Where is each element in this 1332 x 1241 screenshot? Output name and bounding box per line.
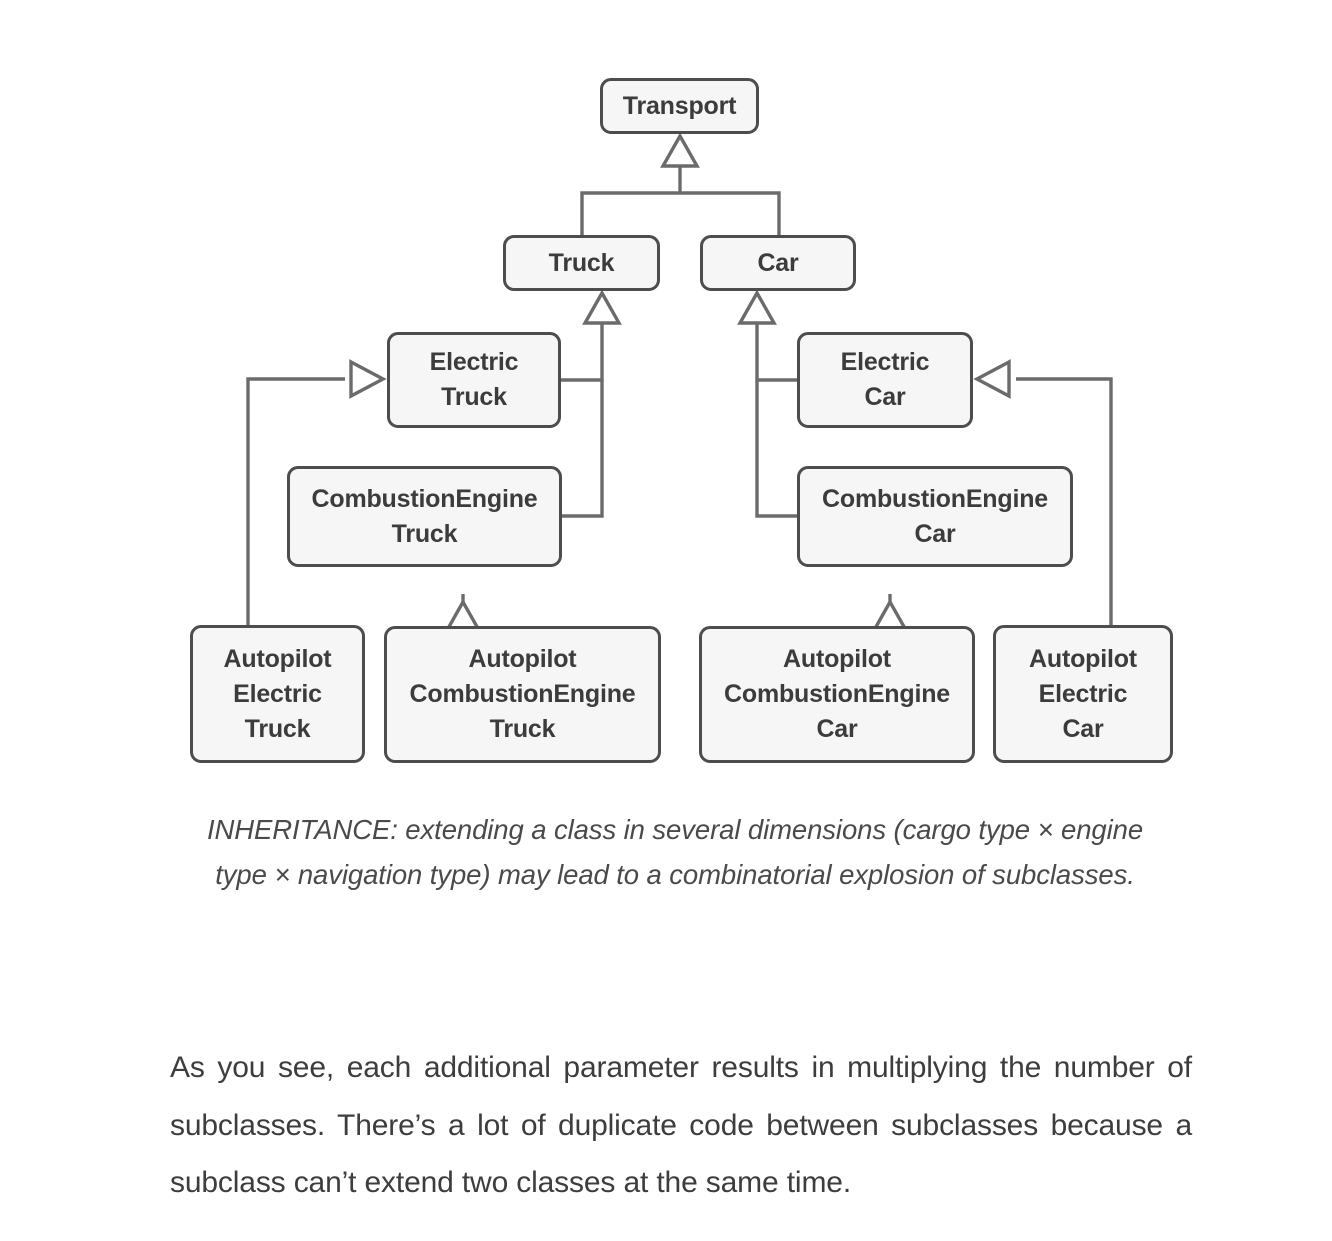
arrowhead-car (737, 289, 777, 325)
edge-ce-truck-to-truck (562, 380, 604, 518)
edge-ap-electric-car-to-electric-car (1016, 377, 1113, 625)
uml-inheritance-diagram: Transport Truck Car Electric Truck Elect… (190, 78, 1173, 763)
class-box-electric-car[interactable]: Electric Car (797, 332, 973, 428)
edge-electric-truck-to-truck (561, 317, 604, 382)
arrowhead-truck (582, 289, 622, 325)
class-box-car[interactable]: Car (700, 235, 856, 291)
edge-ap-electric-truck-to-electric-truck (246, 377, 345, 625)
class-box-autopilot-electric-truck[interactable]: Autopilot Electric Truck (190, 625, 365, 763)
arrowhead-transport (660, 132, 700, 168)
edge-ce-car-to-car (755, 380, 797, 518)
class-box-electric-truck[interactable]: Electric Truck (387, 332, 561, 428)
class-box-label: CombustionEngine Car (822, 484, 1048, 548)
class-box-label: Electric Truck (429, 348, 519, 411)
class-box-label: Transport (622, 91, 737, 120)
class-box-label: Truck (548, 248, 615, 277)
class-box-autopilot-combustion-engine-car[interactable]: Autopilot CombustionEngine Car (699, 626, 975, 763)
body-paragraph: As you see, each additional parameter re… (170, 1051, 1192, 1200)
edge-electric-car-to-car (755, 317, 797, 382)
class-box-truck[interactable]: Truck (503, 235, 660, 291)
class-box-label: Autopilot CombustionEngine Truck (409, 645, 636, 743)
class-box-combustion-engine-truck[interactable]: CombustionEngine Truck (287, 466, 562, 567)
arrowhead-electric-truck (349, 359, 387, 399)
class-box-label: Autopilot Electric Car (1029, 644, 1137, 743)
class-box-combustion-engine-car[interactable]: CombustionEngine Car (797, 466, 1073, 567)
class-box-autopilot-combustion-engine-truck[interactable]: Autopilot CombustionEngine Truck (384, 626, 661, 763)
class-box-transport[interactable]: Transport (600, 78, 759, 134)
arrowhead-electric-car (973, 359, 1011, 399)
class-box-label: Autopilot CombustionEngine Car (724, 645, 950, 743)
class-box-label: CombustionEngine Truck (311, 484, 538, 548)
class-box-label: Autopilot Electric Truck (223, 644, 332, 743)
class-box-autopilot-electric-car[interactable]: Autopilot Electric Car (993, 625, 1173, 763)
figure-caption: INHERITANCE: extending a class in severa… (206, 814, 1144, 890)
class-box-label: Electric Car (840, 348, 930, 411)
class-box-label: Car (757, 248, 799, 277)
